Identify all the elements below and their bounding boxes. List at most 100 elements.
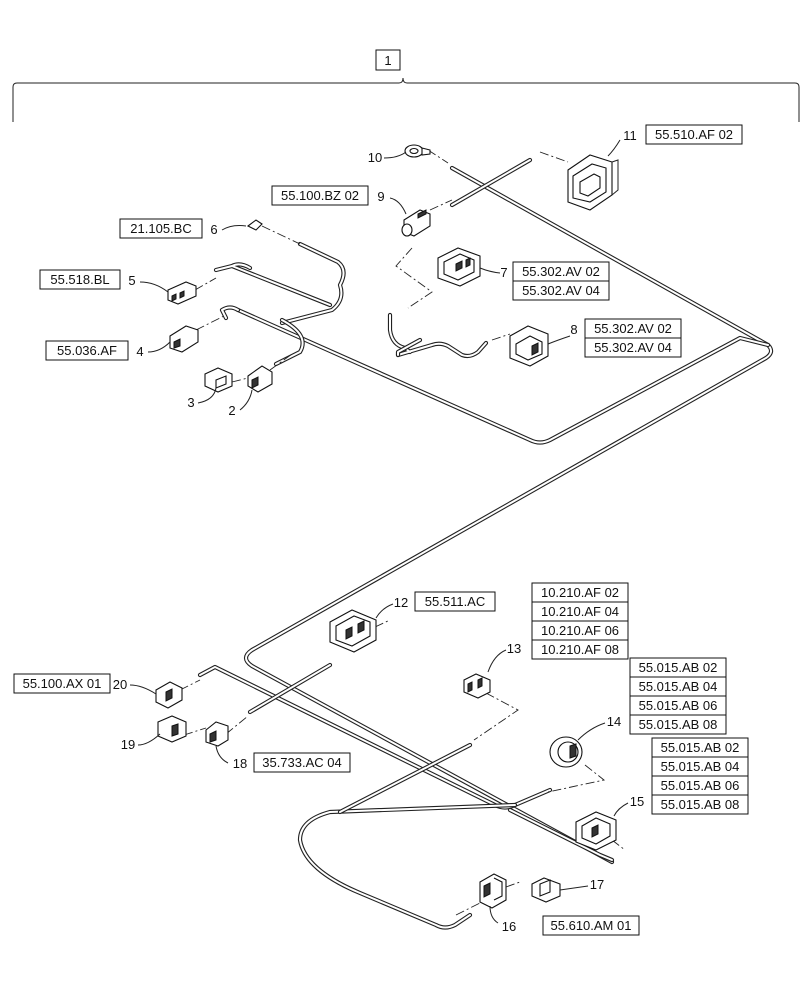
reference-code: 55.302.AV 04 bbox=[522, 283, 600, 298]
callout-2: 2 bbox=[228, 403, 235, 418]
callout-number: 16 bbox=[502, 919, 516, 934]
reference-box bbox=[119, 218, 203, 239]
reference-code: 55.015.AB 06 bbox=[661, 778, 740, 793]
plug-2 bbox=[247, 365, 273, 393]
plug-9 bbox=[401, 209, 431, 237]
reference-box bbox=[542, 915, 640, 936]
reference-box bbox=[645, 124, 743, 145]
plug-18 bbox=[205, 721, 229, 747]
callout-number: 10 bbox=[368, 150, 382, 165]
assembly-item-box bbox=[375, 49, 401, 71]
plug-19 bbox=[157, 715, 187, 743]
callout-19: 19 bbox=[121, 737, 135, 752]
callout-number: 11 bbox=[623, 128, 637, 143]
plug-3 bbox=[204, 367, 233, 393]
reference-code: 55.518.BL bbox=[50, 272, 109, 287]
callout-number: 15 bbox=[630, 794, 644, 809]
callout-20: 20 55.100.AX 01 bbox=[13, 673, 127, 694]
callout-18: 18 35.733.AC 04 bbox=[233, 752, 351, 773]
reference-box bbox=[629, 714, 727, 735]
reference-code: 55.302.AV 02 bbox=[594, 321, 672, 336]
reference-box bbox=[512, 280, 610, 301]
connector-7 bbox=[437, 247, 481, 287]
callout-3: 3 bbox=[187, 395, 194, 410]
callout-number: 12 bbox=[394, 595, 408, 610]
reference-code: 55.510.AF 02 bbox=[655, 127, 733, 142]
leader-lines bbox=[129, 139, 629, 924]
callout-number: 13 bbox=[507, 641, 521, 656]
sensor-14 bbox=[549, 736, 583, 768]
callout-12: 12 55.511.AC bbox=[394, 591, 496, 612]
callouts: 2 3 4 55.036.AF 5 55.518.BL 6 21.105.BC 7 55.302.… bbox=[13, 124, 749, 936]
reference-code: 10.210.AF 04 bbox=[541, 604, 619, 619]
callout-4: 4 55.036.AF bbox=[45, 340, 144, 361]
connector-4 bbox=[169, 325, 199, 353]
reference-box bbox=[271, 185, 369, 206]
callout-7: 7 55.302.AV 02 55.302.AV 04 bbox=[500, 261, 610, 301]
reference-code: 35.733.AC 04 bbox=[262, 755, 342, 770]
reference-code: 55.036.AF bbox=[57, 343, 117, 358]
callout-number: 14 bbox=[607, 714, 621, 729]
callout-number: 8 bbox=[570, 322, 577, 337]
callout-number: 18 bbox=[233, 756, 247, 771]
reference-code: 55.610.AM 01 bbox=[551, 918, 632, 933]
parts bbox=[155, 144, 619, 909]
callout-number: 7 bbox=[500, 265, 507, 280]
callout-6: 6 21.105.BC bbox=[119, 218, 218, 239]
terminal-6 bbox=[246, 219, 263, 231]
callout-number: 3 bbox=[187, 395, 194, 410]
connector-16 bbox=[479, 873, 507, 909]
harness-wires bbox=[197, 157, 774, 930]
callout-13: 13 10.210.AF 02 10.210.AF 04 10.210.AF 06 10… bbox=[507, 582, 629, 660]
reference-code: 21.105.BC bbox=[130, 221, 191, 236]
reference-code: 55.100.BZ 02 bbox=[281, 188, 359, 203]
callout-number: 9 bbox=[377, 189, 384, 204]
callout-number: 6 bbox=[210, 222, 217, 237]
reference-box bbox=[253, 752, 351, 773]
connector-11 bbox=[567, 154, 619, 211]
reference-code: 55.302.AV 02 bbox=[522, 264, 600, 279]
callout-11: 11 55.510.AF 02 bbox=[623, 124, 743, 145]
callout-5: 5 55.518.BL bbox=[39, 269, 136, 290]
connector-15 bbox=[575, 811, 617, 851]
callout-number: 17 bbox=[590, 877, 604, 892]
reference-box bbox=[39, 269, 121, 290]
reference-box bbox=[45, 340, 129, 361]
reference-code: 10.210.AF 02 bbox=[541, 585, 619, 600]
reference-code: 55.511.AC bbox=[425, 594, 485, 609]
callout-number: 19 bbox=[121, 737, 135, 752]
reference-code: 55.015.AB 08 bbox=[661, 797, 740, 812]
callout-10: 10 bbox=[368, 150, 382, 165]
callout-number: 2 bbox=[228, 403, 235, 418]
reference-box bbox=[651, 794, 749, 815]
callout-number: 5 bbox=[128, 273, 135, 288]
reference-code: 55.015.AB 06 bbox=[639, 698, 718, 713]
callout-9: 9 55.100.BZ 02 bbox=[271, 185, 385, 206]
connector-8 bbox=[509, 325, 549, 367]
reference-box bbox=[414, 591, 496, 612]
ring-terminal-10 bbox=[404, 144, 431, 158]
callout-17: 17 bbox=[590, 877, 604, 892]
reference-code: 55.100.AX 01 bbox=[23, 676, 102, 691]
callout-14: 14 55.015.AB 02 55.015.AB 04 55.015.AB 06 55… bbox=[607, 657, 727, 735]
reference-code: 10.210.AF 06 bbox=[541, 623, 619, 638]
reference-box bbox=[531, 639, 629, 660]
assembly-bracket: 1 bbox=[12, 49, 800, 122]
reference-code: 55.015.AB 04 bbox=[639, 679, 718, 694]
connection-lines bbox=[179, 149, 626, 916]
reference-code: 10.210.AF 08 bbox=[541, 642, 619, 657]
connector-13 bbox=[463, 673, 491, 699]
assembly-item-number: 1 bbox=[384, 53, 391, 68]
reference-box bbox=[13, 673, 111, 694]
reference-code: 55.015.AB 08 bbox=[639, 717, 718, 732]
callout-16: 16 55.610.AM 01 bbox=[502, 915, 640, 936]
callout-number: 20 bbox=[113, 677, 127, 692]
reference-code: 55.015.AB 02 bbox=[639, 660, 718, 675]
connector-5 bbox=[167, 281, 197, 305]
reference-box bbox=[584, 337, 682, 358]
callout-number: 4 bbox=[136, 344, 143, 359]
